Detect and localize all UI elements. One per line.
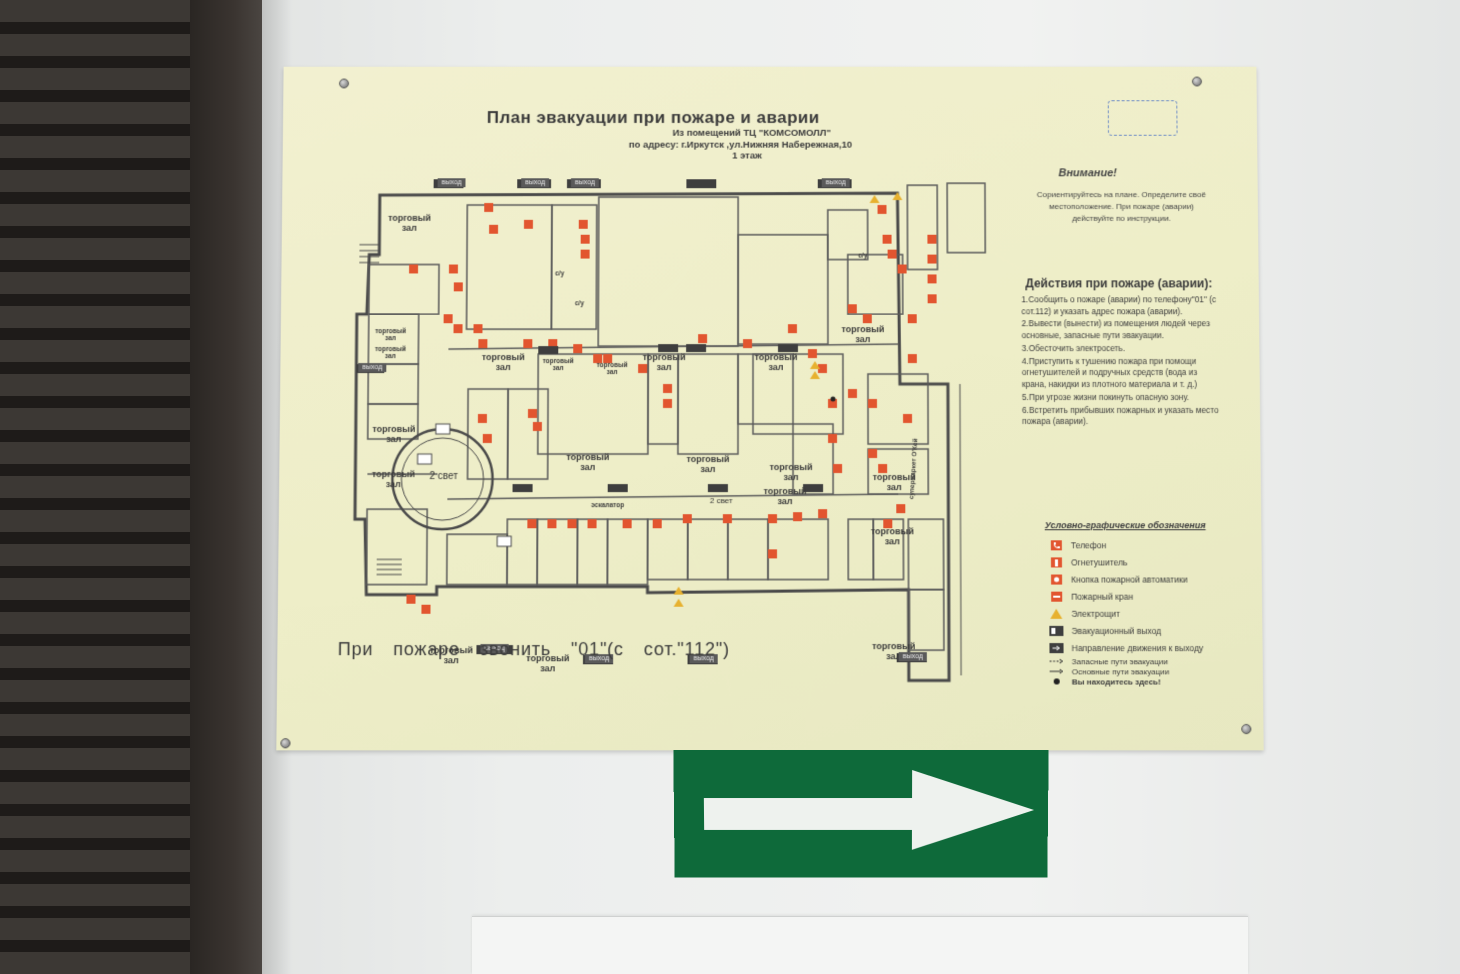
spare-route-icon: [1050, 656, 1064, 666]
legend-item: Телефон: [1049, 536, 1250, 553]
fire-hydrant-icon: [1049, 591, 1063, 602]
poster-subtitle-building: Из помещений ТЦ "КОМСОМОЛЛ": [672, 127, 831, 139]
legend-item: Основные пути эвакуации: [1050, 666, 1251, 676]
shutter-frame: [190, 0, 262, 974]
exit-label: выход: [358, 363, 387, 373]
screw-icon: [339, 78, 350, 89]
escalator-label: эскалатор: [591, 502, 625, 510]
exit-label: выход: [437, 178, 466, 188]
evacuation-exit-icon: [1049, 625, 1064, 636]
action-item: 1.Сообщить о пожаре (аварии) по телефону…: [1021, 294, 1217, 316]
exit-label: выход: [570, 178, 599, 188]
atrium-label: 2 свет: [429, 471, 458, 483]
attention-text: Сориентируйтесь на плане. Определите сво…: [1036, 190, 1206, 223]
legend-item: Кнопка пожарной автоматики: [1049, 570, 1250, 587]
poster-subtitle-address: по адресу: г.Иркутск ,ул.Нижняя Набережн…: [628, 139, 853, 151]
legend-item: Запасные пути эвакуации: [1050, 656, 1251, 666]
toilet-label: с/у: [858, 252, 868, 260]
actions-list: 1.Сообщить о пожаре (аварии) по телефону…: [1021, 294, 1222, 429]
legend-item: Эвакуационный выход: [1049, 622, 1250, 639]
exit-label: выход: [898, 652, 927, 662]
exit-label: выход: [821, 178, 850, 188]
wall-plate: [472, 916, 1248, 974]
legend-item: Огнетушитель: [1049, 553, 1250, 570]
screw-icon: [1191, 76, 1202, 87]
window-shutter: [0, 0, 200, 974]
toilet-label: с/у: [574, 300, 584, 308]
legend-item: Электрощит: [1049, 605, 1250, 622]
poster-title: План эвакуации при пожаре и аварии: [486, 108, 820, 127]
phone-icon: [1049, 539, 1063, 550]
attention-title: Внимание!: [1058, 167, 1117, 180]
evacuation-plan-poster: План эвакуации при пожаре и аварии Из по…: [276, 66, 1264, 751]
legend-item: Вы находитесь здесь!: [1050, 676, 1251, 686]
screw-icon: [1241, 723, 1252, 735]
emergency-call-line: При пожаре звонить "01"(с сот."112"): [337, 639, 730, 660]
extinguisher-icon: [1049, 556, 1063, 567]
legend-item: Пожарный кран: [1049, 588, 1250, 605]
exit-label: выход: [521, 178, 550, 188]
action-item: 5.При угрозе жизни покинуть опасную зону…: [1021, 391, 1190, 402]
screw-icon: [280, 738, 291, 749]
atrium-label: 2 свет: [709, 496, 733, 506]
toilet-label: с/у: [555, 270, 565, 278]
legend-title: Условно-графические обозначения: [1044, 520, 1206, 531]
exit-direction-icon: [1049, 642, 1064, 653]
legend-item: Направление движения к выходу: [1049, 639, 1250, 656]
actions-title: Действия при пожаре (аварии):: [1025, 276, 1213, 291]
action-item: 3.Обесточить электросеть.: [1021, 343, 1126, 354]
exit-arrow-sign: [673, 749, 1049, 878]
organization-logo: [1107, 100, 1178, 136]
action-item: 2.Вывести (вынести) из помещения людей ч…: [1021, 318, 1211, 341]
action-item: 4.Приступить к тушению пожара при помощи…: [1021, 355, 1198, 390]
you-are-here-icon: [1050, 676, 1064, 686]
electrical-panel-icon: [1049, 608, 1063, 619]
main-route-icon: [1050, 666, 1064, 676]
fire-alarm-button-icon: [1049, 574, 1063, 585]
action-item: 6.Встретить прибывших пожарных и указать…: [1021, 404, 1219, 427]
legend: Телефон Огнетушитель Кнопка пожарной авт…: [1049, 536, 1251, 686]
poster-subtitle-floor: 1 этаж: [732, 150, 762, 162]
arrow-right-icon: [703, 769, 1035, 850]
